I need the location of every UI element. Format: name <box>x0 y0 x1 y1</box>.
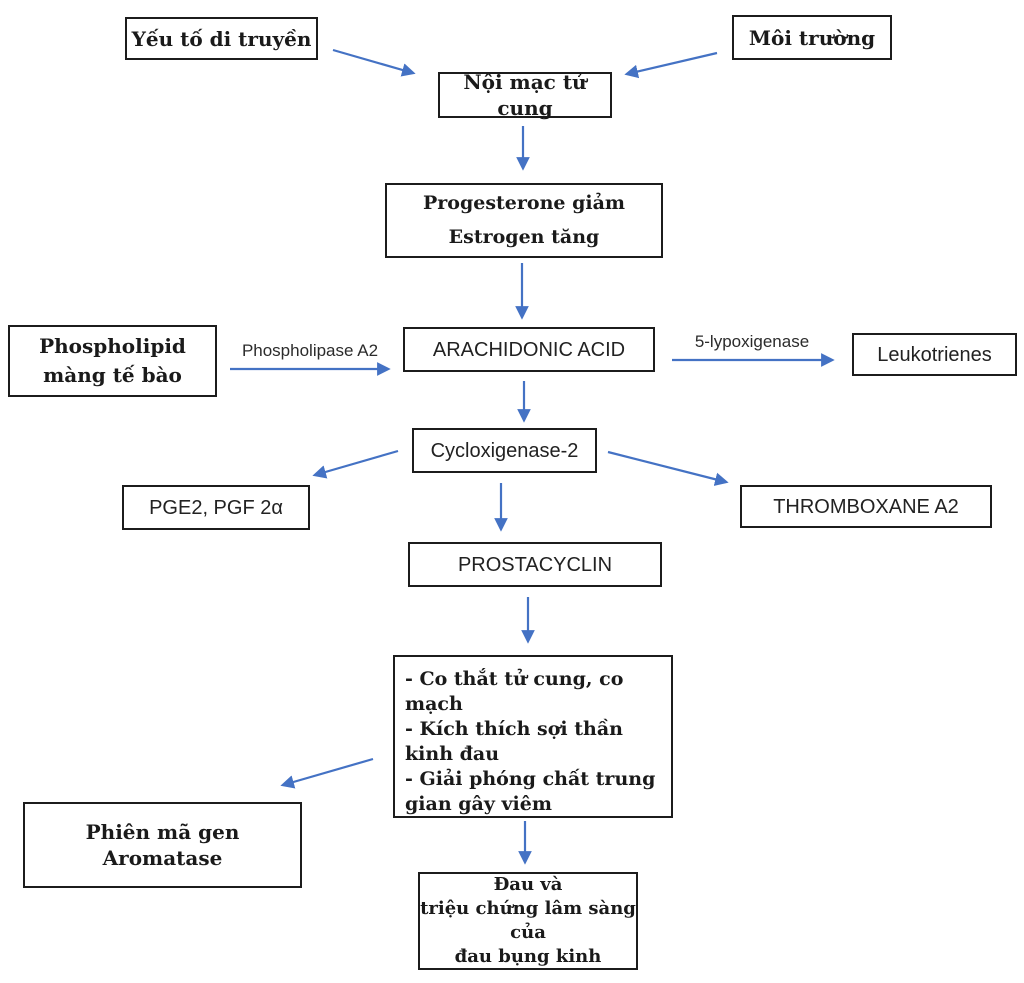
node-label: PROSTACYCLIN <box>457 553 613 576</box>
node-leukotrienes: Leukotrienes <box>852 333 1017 376</box>
node-prostacyclin: PROSTACYCLIN <box>408 542 662 587</box>
effect-item-1: - Co thắt tử cung, co mạch <box>405 668 624 716</box>
node-label-line1: Progesterone giảm <box>422 192 626 215</box>
node-cyclooxygenase-2: Cycloxigenase-2 <box>412 428 597 473</box>
node-label: Nội mạc tử cung <box>463 70 587 120</box>
node-aromatase-transcription: Phiên mã gen Aromatase <box>23 802 302 888</box>
arrow-effects-to-aromatase <box>280 757 374 789</box>
node-label-line1: Phospholipid <box>39 334 186 358</box>
node-membrane-phospholipid: Phospholipid màng tế bào <box>8 325 217 397</box>
outcome-line-2: triệu chứng lâm sàng <box>420 898 636 920</box>
arrow-cox2-to-pge <box>312 449 399 479</box>
node-arachidonic-acid: ARACHIDONIC ACID <box>403 327 655 372</box>
node-label-line2: màng tế bào <box>43 363 182 387</box>
node-label: Yếu tố di truyền <box>131 26 312 51</box>
node-endometrium: Nội mạc tử cung <box>438 70 612 120</box>
arrow-cox2-to-thromboxane <box>607 450 729 486</box>
node-label: Leukotrienes <box>877 343 992 366</box>
edge-label-phospholipase-a2: Phospholipase A2 <box>241 341 379 360</box>
node-genetic-factors: Yếu tố di truyền <box>125 17 318 60</box>
effect-item-2: - Kích thích sợi thần kinh đau <box>405 718 623 766</box>
arrow-genetic-to-endometrium <box>332 48 416 77</box>
node-label-line2: Estrogen tăng <box>448 225 600 248</box>
node-effects-list: - Co thắt tử cung, co mạch - Kích thích … <box>393 655 673 818</box>
node-label: Cycloxigenase-2 <box>430 439 579 462</box>
edge-label-5-lipoxygenase: 5-lypoxigenase <box>694 332 810 351</box>
node-hormone-change: Progesterone giảm Estrogen tăng <box>385 183 663 258</box>
outcome-line-1: Đau và <box>493 874 563 896</box>
arrow-environment-to-endometrium <box>624 51 718 79</box>
effect-item-3: - Giải phóng chất trung gian gây viêm <box>405 768 656 816</box>
node-clinical-outcome: Đau và triệu chứng lâm sàng của đau bụng… <box>418 872 638 970</box>
outcome-line-3: của <box>510 922 546 943</box>
node-thromboxane-a2: THROMBOXANE A2 <box>740 485 992 528</box>
node-label: Phiên mã gen Aromatase <box>85 820 240 870</box>
node-label: PGE2, PGF 2α <box>149 496 283 519</box>
node-label: Môi trường <box>748 25 876 50</box>
node-label: THROMBOXANE A2 <box>773 495 959 518</box>
node-environment: Môi trường <box>732 15 892 60</box>
node-label: ARACHIDONIC ACID <box>432 338 626 361</box>
node-pge2-pgf2a: PGE2, PGF 2α <box>122 485 310 530</box>
outcome-line-4: đau bụng kinh <box>454 945 602 967</box>
